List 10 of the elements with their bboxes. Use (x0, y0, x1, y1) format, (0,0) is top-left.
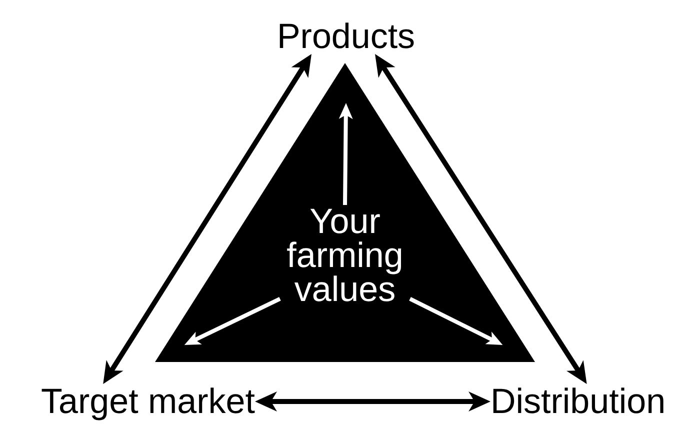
center-label: Your farming values (280, 205, 410, 307)
double-arrow (372, 52, 589, 386)
category-label: Distribution (490, 384, 666, 419)
category-label: Products (276, 19, 416, 54)
double-arrow (100, 52, 314, 386)
arrow (409, 297, 504, 347)
category-label: Target market (41, 384, 255, 419)
arrow (184, 297, 281, 347)
arrow (338, 102, 353, 206)
double-arrow (255, 392, 490, 412)
